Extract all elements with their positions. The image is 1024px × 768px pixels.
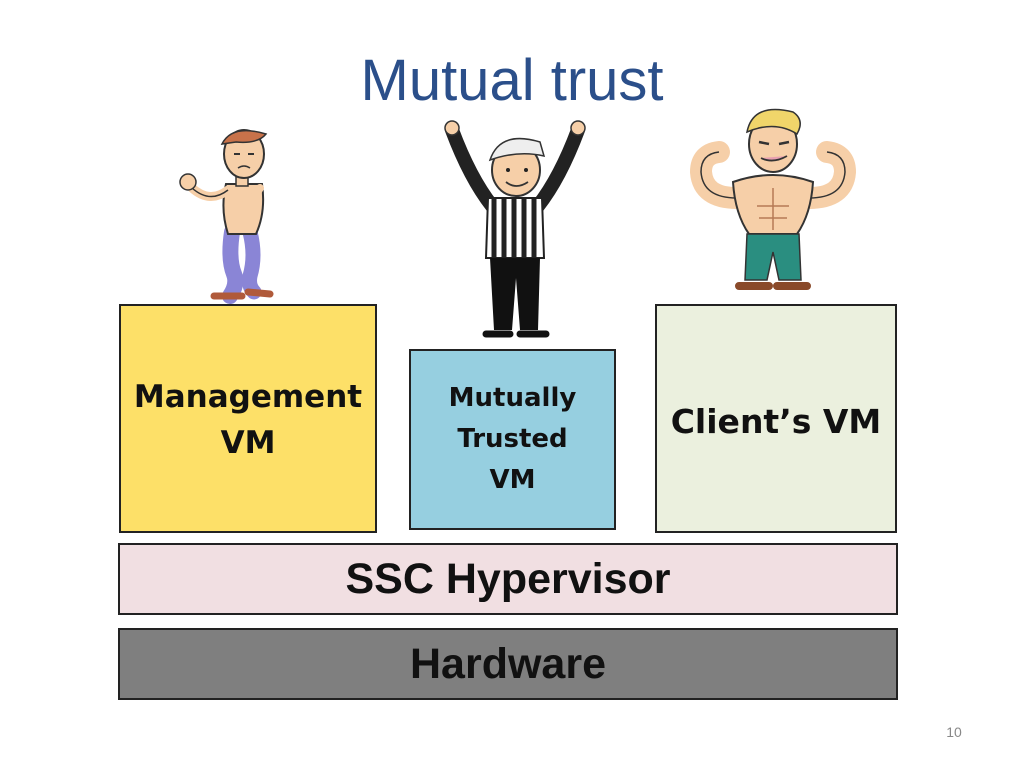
management-vm-label-line: VM — [220, 425, 276, 461]
ssc-hypervisor-box: SSC Hypervisor — [118, 543, 898, 615]
clients-vm-label: Client’s VM — [670, 402, 882, 441]
clients-vm-box: Client’s VM — [655, 304, 897, 533]
mutually-trusted-vm-label: Mutually Trusted VM — [423, 378, 603, 501]
page-number: 10 — [946, 724, 962, 740]
mutually-trusted-vm-label-line: Trusted — [457, 424, 568, 454]
referee-icon — [444, 120, 586, 338]
management-vm-box: Management VM — [119, 304, 377, 533]
hardware-box: Hardware — [118, 628, 898, 700]
mutually-trusted-vm-label-line: VM — [489, 465, 536, 495]
management-vm-label-line: Management — [133, 379, 363, 415]
hardware-label: Hardware — [410, 639, 606, 688]
slide-title: Mutual trust — [360, 48, 664, 113]
ssc-hypervisor-label: SSC Hypervisor — [345, 554, 671, 603]
management-vm-label: Management VM — [123, 374, 373, 466]
mutually-trusted-vm-label-line: Mutually — [448, 383, 577, 413]
mutually-trusted-vm-box: Mutually Trusted VM — [409, 349, 616, 530]
muscular-man-icon — [689, 108, 857, 290]
nervous-skinny-man-icon — [179, 129, 274, 304]
